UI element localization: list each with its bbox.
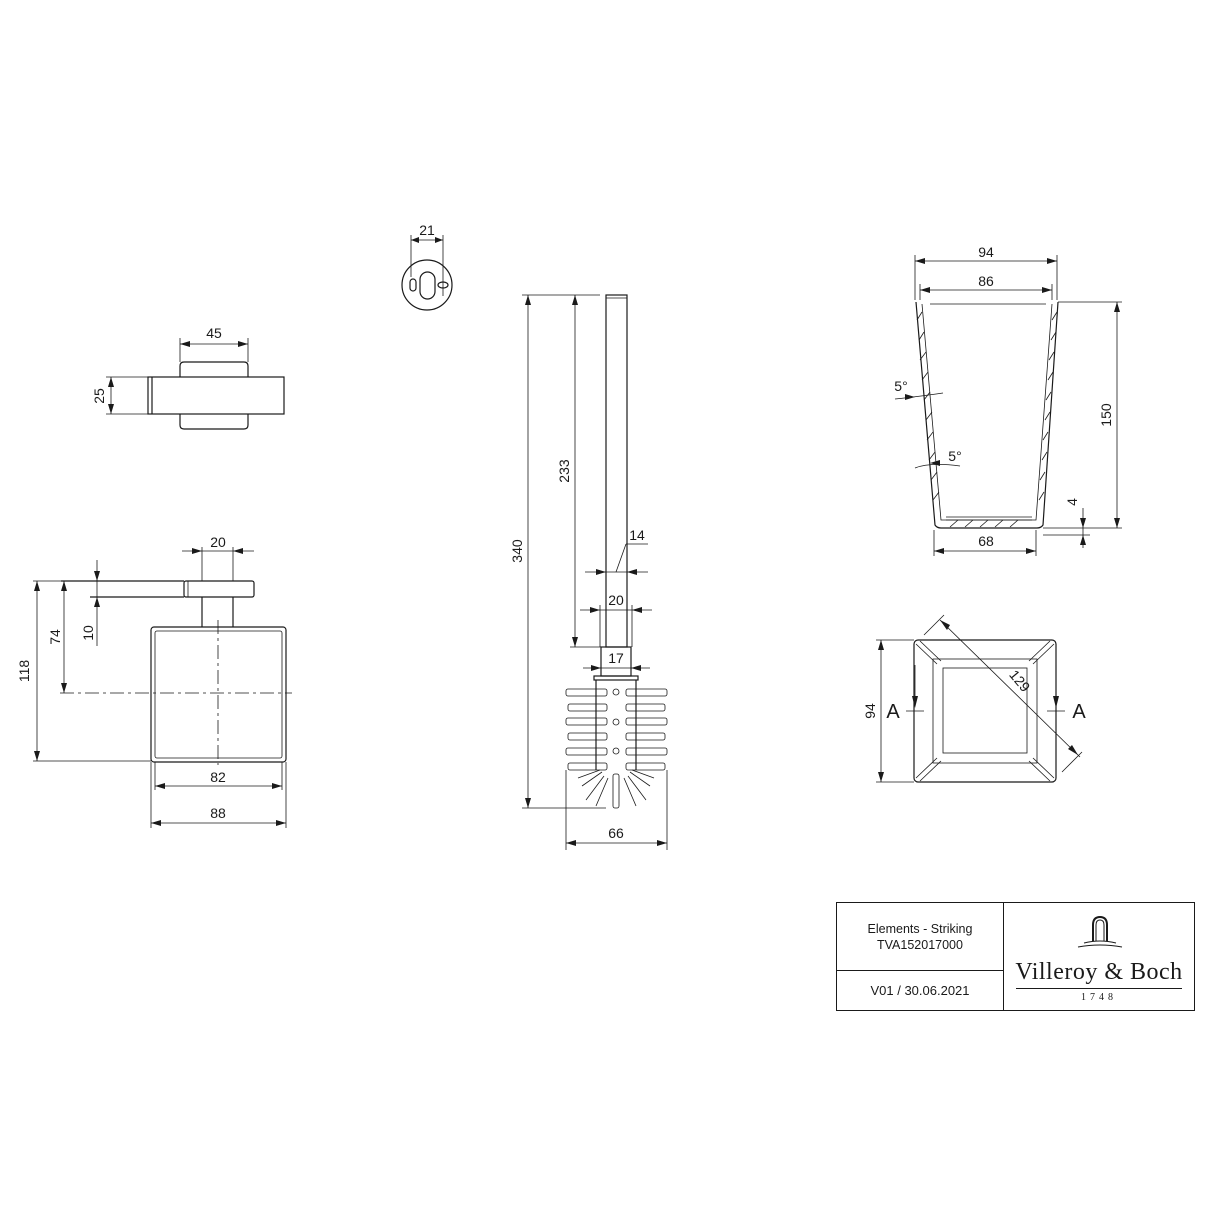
section-label-right: A	[1072, 701, 1086, 723]
brand-name: Villeroy & Boch	[1015, 959, 1183, 985]
dim-neck-width: 17	[608, 650, 624, 666]
dim-base-offset: 4	[1064, 498, 1080, 506]
product-info: Elements - Striking TVA152017000	[837, 903, 1003, 971]
dim-handle-length: 233	[556, 459, 572, 483]
dim-arm-thickness: 10	[80, 625, 96, 641]
dim-plate-width: 21	[419, 222, 435, 238]
container-section-view	[894, 255, 1122, 556]
dim-container-height: 150	[1098, 403, 1114, 427]
container-top-view	[876, 614, 1083, 783]
dim-handle-diameter: 14	[629, 527, 645, 543]
brand-year: 1748	[1081, 992, 1117, 1003]
angle-inner: 5°	[948, 448, 961, 464]
dim-outer-width: 88	[210, 805, 226, 821]
wall-plate-view	[401, 235, 453, 311]
dim-top-diagonal: 129	[1006, 667, 1033, 695]
dim-container-outer-top: 94	[978, 244, 994, 260]
article-number: TVA152017000	[877, 938, 963, 952]
dim-arm-width: 20	[210, 534, 226, 550]
angle-outer: 5°	[894, 378, 907, 394]
dim-inner-width: 82	[210, 769, 226, 785]
brush-view	[522, 294, 668, 850]
fountain-logo-icon	[1077, 915, 1123, 948]
title-block: Elements - Striking TVA152017000 V01 / 3…	[836, 902, 1195, 1011]
dim-container-inner-top: 86	[978, 273, 994, 289]
brand-underline	[1016, 988, 1182, 989]
title-block-info: Elements - Striking TVA152017000 V01 / 3…	[837, 903, 1004, 1010]
brand-logo: Villeroy & Boch 1748	[1004, 903, 1194, 1010]
dim-center-height: 74	[47, 629, 63, 645]
dim-top-side: 94	[862, 703, 878, 719]
holder-side-view	[33, 547, 292, 828]
dim-holder-width: 45	[206, 325, 222, 341]
section-label-left: A	[886, 701, 900, 723]
dim-head-width: 66	[608, 825, 624, 841]
dim-brush-length: 340	[509, 539, 525, 563]
dim-total-height: 118	[16, 660, 32, 683]
version-date: V01 / 30.06.2021	[870, 983, 970, 998]
dim-container-bottom: 68	[978, 533, 994, 549]
dim-holder-height: 25	[91, 388, 107, 404]
dim-collar-width: 20	[608, 592, 624, 608]
holder-top-view	[106, 338, 285, 430]
product-name: Elements - Striking	[867, 922, 973, 936]
